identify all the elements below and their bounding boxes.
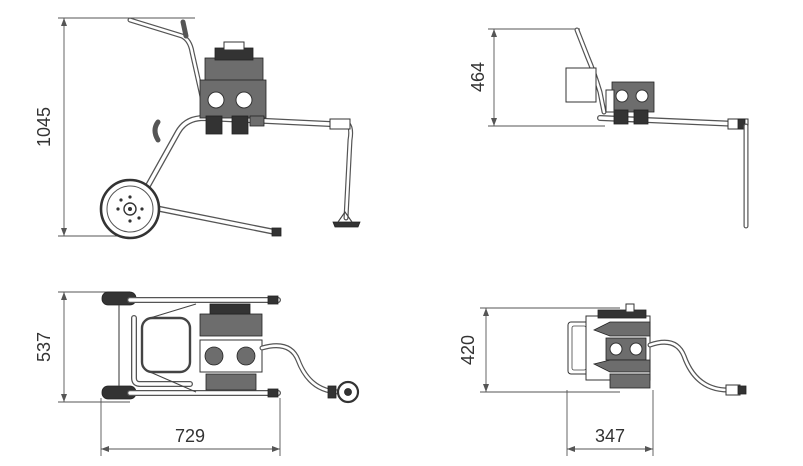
top-frame: [127, 295, 281, 398]
main-frame: [137, 115, 361, 237]
dimension-label-347: 347: [595, 426, 625, 446]
dimension-label-537: 537: [34, 332, 54, 362]
handle-frame: [127, 17, 208, 143]
dimension-top-length: 729: [100, 398, 281, 456]
dimension-label-729: 729: [175, 426, 205, 446]
dimension-compact-depth: 420: [458, 307, 620, 393]
dimension-label-420: 420: [458, 335, 478, 365]
wheel: [99, 178, 161, 240]
top-wheels: [101, 291, 137, 400]
dimension-label-1045: 1045: [34, 107, 54, 147]
rear-frame: [565, 27, 749, 229]
dimension-top-depth: 537: [34, 291, 130, 403]
side-view: 1045: [34, 17, 361, 240]
dimension-side-height: 1045: [34, 17, 195, 237]
top-view: 537 729: [34, 291, 360, 456]
dimension-compact-width: 347: [566, 390, 654, 456]
dimension-label-464: 464: [468, 62, 488, 92]
pump-assembly: [199, 41, 267, 135]
compact-hose: [647, 339, 747, 396]
rear-pump: [605, 81, 655, 125]
compact-top-view: 420 347: [458, 303, 747, 456]
dimension-rear-height: 464: [468, 28, 605, 127]
top-hose: [259, 343, 360, 404]
compact-body: [567, 303, 651, 389]
top-pump: [199, 303, 263, 391]
rear-view: 464: [468, 27, 749, 229]
